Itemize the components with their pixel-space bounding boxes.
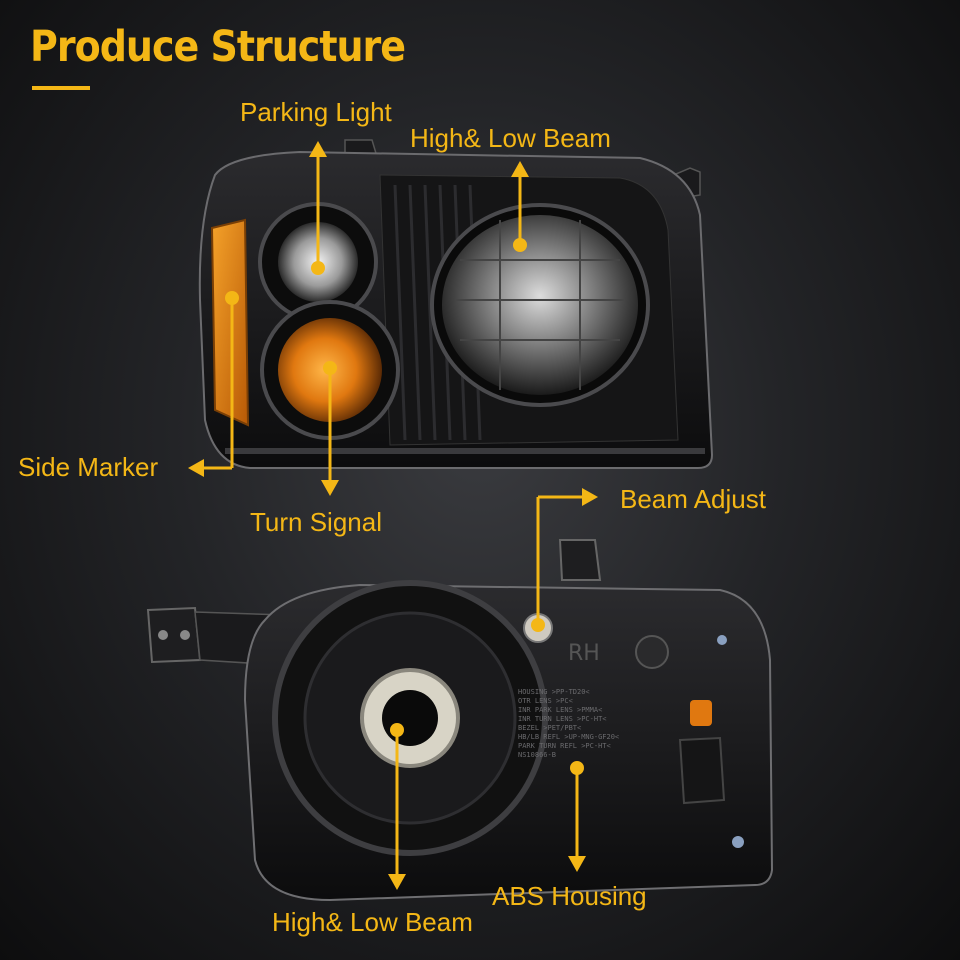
spec-line: HOUSING >PP-TD20< bbox=[518, 688, 590, 696]
back-headlight: RH HOUSING >PP-TD20< OTR LENS >PC< INR P… bbox=[146, 539, 774, 902]
spec-line: INR PARK LENS >PMMA< bbox=[518, 706, 602, 714]
turn-signal-label: Turn Signal bbox=[250, 507, 382, 537]
spec-line: INR TURN LENS >PC-HT< bbox=[518, 715, 607, 723]
high-low-beam-back-label: High& Low Beam bbox=[272, 907, 473, 937]
beam-adjust-label: Beam Adjust bbox=[620, 484, 766, 514]
spec-line: HB/LB REFL >UP-MNG-GF20< bbox=[518, 733, 619, 741]
spec-line: BEZEL >PET/PBT< bbox=[518, 724, 581, 732]
spec-line: OTR LENS >PC< bbox=[518, 697, 573, 705]
page-title: Produce Structure bbox=[30, 22, 406, 72]
rh-mark: RH bbox=[568, 641, 600, 666]
high-low-beam-front-label: High& Low Beam bbox=[410, 123, 611, 153]
title-underline bbox=[32, 86, 90, 90]
spec-line: PARK TURN REFL >PC-HT< bbox=[518, 742, 611, 750]
spec-line: NS10866-B bbox=[518, 751, 556, 759]
callouts bbox=[188, 141, 598, 890]
front-headlight bbox=[198, 139, 714, 469]
side-marker-label: Side Marker bbox=[18, 452, 159, 482]
parking-light-label: Parking Light bbox=[240, 97, 392, 127]
abs-housing-label: ABS Housing bbox=[492, 881, 647, 911]
